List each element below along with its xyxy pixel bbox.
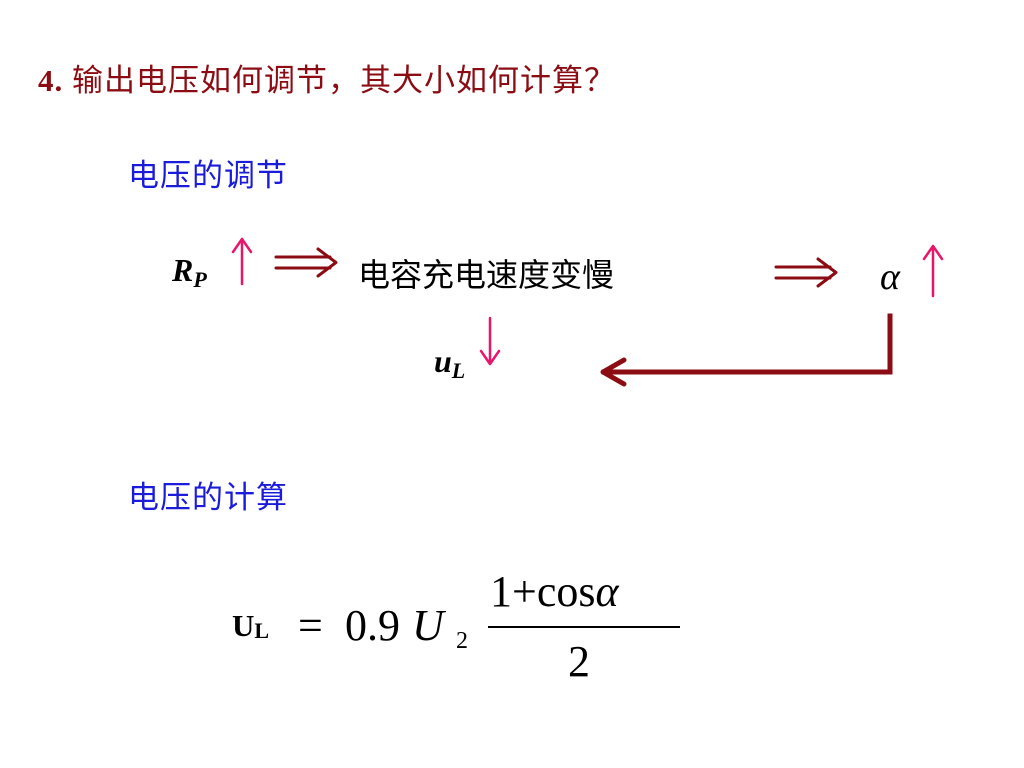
heading-voltage-calculation: 电压的计算: [128, 480, 288, 516]
formula-u-variable: U: [412, 601, 444, 650]
formula-fraction-bar: [488, 626, 680, 628]
return-arrow-icon: [600, 313, 893, 387]
ul-variable: uL: [434, 343, 465, 384]
title-number: 4.: [38, 63, 64, 98]
title-text: 输出电压如何调节，其大小如何计算？: [72, 63, 616, 98]
ul-subscript: L: [451, 358, 466, 383]
formula-coefficient: 0.9: [345, 601, 400, 650]
formula-lhs-letter: U: [232, 608, 255, 643]
implies-arrow-icon-2: [774, 257, 838, 288]
formula-u-subscript: 2: [456, 628, 468, 654]
rp-subscript: P: [193, 267, 207, 292]
formula-numerator-alpha: α: [595, 567, 619, 616]
formula-numerator: 1+cosα: [490, 566, 619, 617]
formula-equals: =: [298, 601, 323, 650]
alpha-symbol: α: [880, 256, 900, 298]
capacitor-charge-slow-text: 电容充电速度变慢: [358, 256, 615, 294]
ul-letter: u: [434, 343, 452, 379]
rp-letter: R: [172, 252, 194, 288]
page-title: 4. 输出电压如何调节，其大小如何计算？: [38, 55, 616, 100]
rp-increase-arrow-icon: [231, 237, 253, 286]
formula-numerator-main: 1+cos: [490, 567, 596, 616]
formula-denominator: 2: [568, 637, 590, 686]
rp-variable: RP: [172, 252, 207, 293]
alpha-increase-arrow-icon: [922, 244, 944, 298]
formula-lhs: UL: [232, 608, 269, 644]
ul-decrease-arrow-icon: [479, 316, 501, 366]
heading-voltage-regulation: 电压的调节: [128, 158, 288, 194]
implies-arrow-icon-1: [274, 247, 338, 278]
formula-lhs-subscript: L: [254, 618, 270, 643]
